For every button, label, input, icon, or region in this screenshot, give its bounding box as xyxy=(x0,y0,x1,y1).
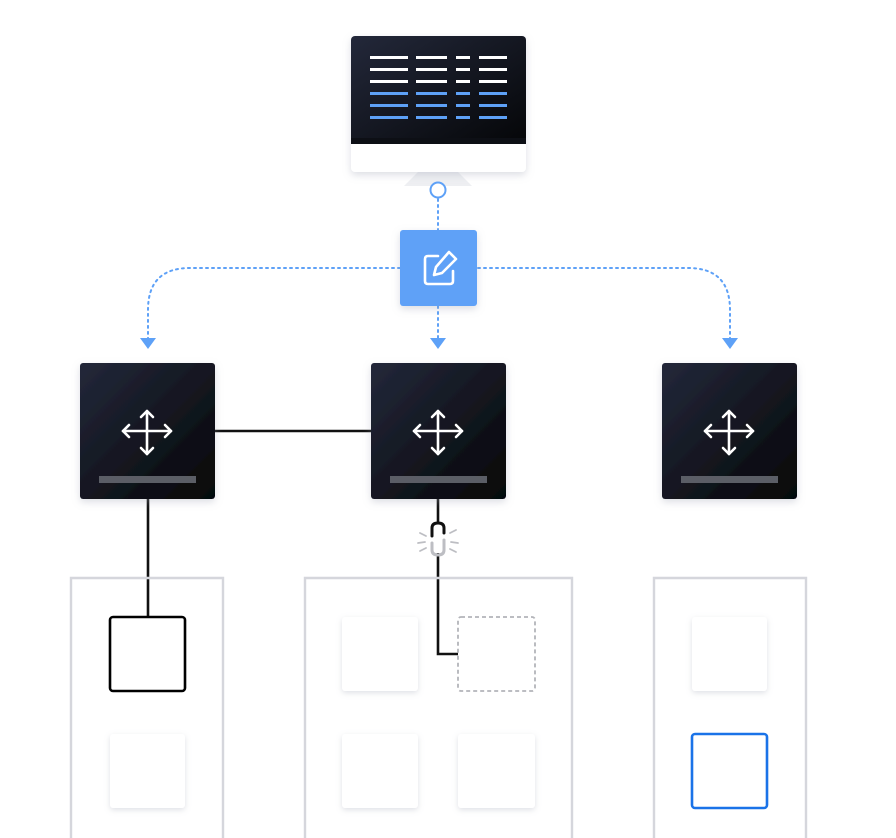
move-arrows-icon xyxy=(121,409,173,456)
connector-center-bottom xyxy=(436,553,458,656)
monitor-line xyxy=(456,56,470,59)
broken-link-icon xyxy=(417,521,459,557)
monitor-screen xyxy=(351,36,526,144)
monitor-line xyxy=(416,68,447,71)
monitor-line xyxy=(456,92,470,95)
monitor-line xyxy=(416,104,447,107)
monitor-port[interactable] xyxy=(429,181,447,199)
monitor-line xyxy=(370,80,408,83)
panel-center xyxy=(303,576,574,838)
node-center[interactable] xyxy=(371,363,506,499)
node-bar xyxy=(390,476,487,483)
monitor-line xyxy=(479,92,507,95)
monitor-line xyxy=(416,116,447,119)
monitor-line xyxy=(416,56,447,59)
monitor-line xyxy=(456,104,470,107)
dotted-line-left xyxy=(147,267,401,339)
monitor-line xyxy=(479,104,507,107)
monitor-line xyxy=(370,56,408,59)
arrowhead-left xyxy=(140,338,156,349)
monitor-line xyxy=(370,92,408,95)
node-right[interactable] xyxy=(662,363,797,499)
cards xyxy=(108,615,769,810)
move-arrows-icon xyxy=(412,409,464,456)
monitor-line xyxy=(370,68,408,71)
card[interactable] xyxy=(692,617,767,691)
monitor-line xyxy=(479,116,507,119)
monitor-line xyxy=(416,80,447,83)
monitor-stand xyxy=(404,172,472,186)
node-bar xyxy=(99,476,196,483)
monitor-screen-edge xyxy=(351,138,526,144)
monitor-line xyxy=(479,80,507,83)
card[interactable] xyxy=(458,734,535,808)
monitor-line xyxy=(370,116,408,119)
panel-left xyxy=(69,576,225,838)
monitor-line xyxy=(456,116,470,119)
monitor-line xyxy=(479,56,507,59)
card[interactable] xyxy=(110,734,185,808)
dotted-connections xyxy=(147,198,731,339)
node-bar xyxy=(681,476,778,483)
panel-right xyxy=(652,576,808,838)
edit-button[interactable] xyxy=(400,230,477,306)
monitor-line xyxy=(456,80,470,83)
dotted-line-right xyxy=(477,267,731,339)
panels xyxy=(69,576,808,838)
move-arrows-icon xyxy=(703,409,755,456)
card-highlighted[interactable] xyxy=(690,732,769,810)
edit-icon xyxy=(423,250,458,286)
monitor xyxy=(351,36,526,199)
node-left[interactable] xyxy=(80,363,215,499)
monitor-line xyxy=(370,104,408,107)
arrowheads xyxy=(140,338,738,349)
monitor-line xyxy=(416,92,447,95)
solid-connectors xyxy=(146,429,458,656)
card-placeholder[interactable] xyxy=(457,616,536,692)
monitor-line xyxy=(456,68,470,71)
monitor-line xyxy=(479,68,507,71)
card[interactable] xyxy=(342,617,418,691)
card[interactable] xyxy=(342,734,418,808)
monitor-data-lines xyxy=(370,56,507,119)
arrowhead-right xyxy=(722,338,738,349)
arrowhead-center xyxy=(430,338,446,349)
card-selected[interactable] xyxy=(108,615,187,693)
